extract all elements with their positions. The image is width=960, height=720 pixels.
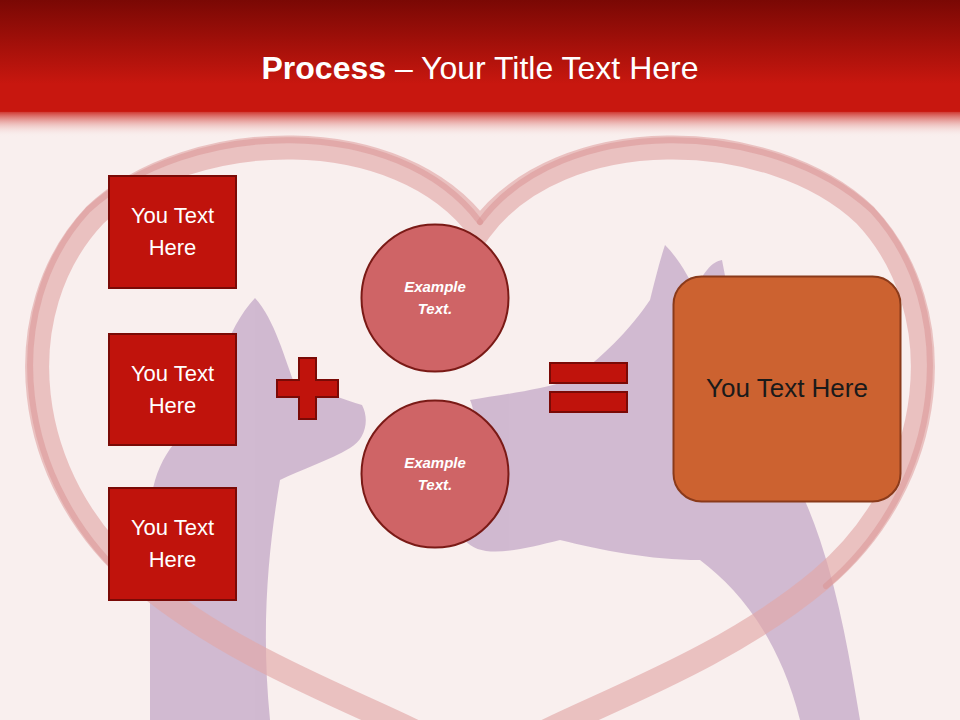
- header-bar: [0, 0, 960, 112]
- equals-symbol: [550, 363, 627, 412]
- input-box: You Text Here: [108, 487, 237, 601]
- input-box: You Text Here: [108, 333, 237, 446]
- example-circle: Example Text.: [360, 399, 510, 549]
- result-box: You Text Here: [672, 275, 902, 503]
- node-text: Example Text.: [389, 276, 482, 320]
- input-box: You Text Here: [108, 175, 237, 289]
- header-fade: [0, 111, 960, 137]
- rounded-shape: [674, 277, 901, 502]
- node-text: You Text Here: [680, 370, 894, 408]
- circle-shape: [362, 401, 509, 548]
- node-text: You Text Here: [116, 512, 229, 576]
- node-text: You Text Here: [116, 200, 229, 264]
- circle-outline: [360, 223, 510, 373]
- node-text: Example Text.: [389, 452, 482, 496]
- node-text: You Text Here: [116, 358, 229, 422]
- plus-symbol: [277, 358, 338, 419]
- circle-outline: [360, 399, 510, 549]
- circle-shape: [362, 225, 509, 372]
- slide-title: Process – Your Title Text Here: [0, 50, 960, 87]
- heart-outline: [30, 140, 930, 720]
- example-circle: Example Text.: [360, 223, 510, 373]
